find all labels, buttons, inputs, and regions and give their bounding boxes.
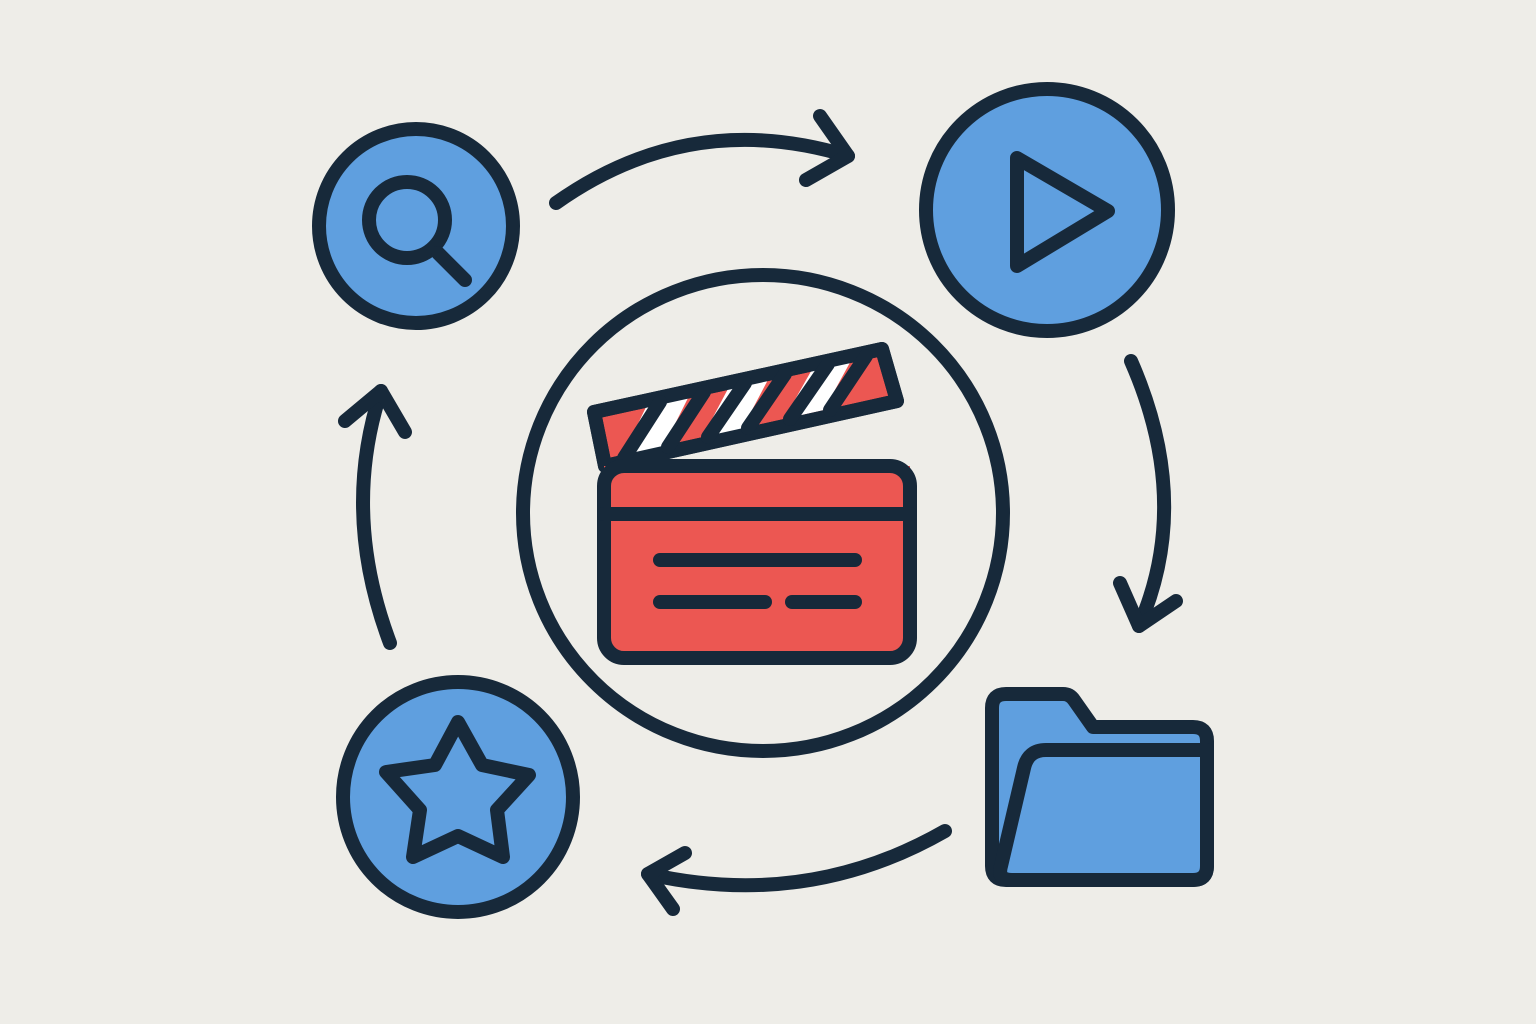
play-node-circle: [919, 82, 1175, 338]
clapperboard-icon: [587, 342, 917, 665]
folder-node: [985, 687, 1214, 887]
play-icon: [1010, 151, 1115, 273]
search-icon: [362, 175, 472, 287]
favorite-node-circle: [336, 675, 580, 919]
folder-front: [993, 743, 1214, 887]
star-icon: [379, 715, 536, 864]
center-ring: [516, 268, 1010, 758]
center-node: [516, 268, 1010, 758]
search-node: [312, 122, 520, 330]
favorite-node: [336, 675, 580, 919]
arrow-folder-to-favorite: [641, 824, 952, 916]
arrow-favorite-to-search: [338, 384, 412, 650]
play-node: [919, 82, 1175, 338]
search-node-circle: [312, 122, 520, 330]
arrow-play-to-folder: [1113, 354, 1183, 633]
arrow-search-to-play: [549, 109, 855, 210]
